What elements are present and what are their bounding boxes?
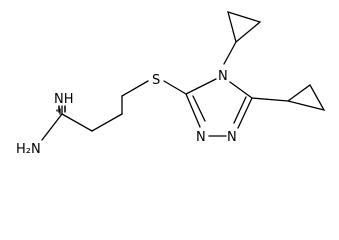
- atom-label-ring-n4: N: [218, 69, 228, 84]
- structure-canvas: NH H₂N S N N N: [16, 11, 326, 157]
- bond-c5-n1: [237, 97, 253, 129]
- bond-c5-cp2: [251, 97, 289, 102]
- bond-n4-c5: [229, 81, 253, 99]
- bond-c1-c2: [61, 113, 93, 132]
- bond-n4-cp1: [223, 41, 237, 65]
- bond-n2-c3-double: [192, 95, 206, 122]
- atom-label-ring-n2: N: [196, 130, 206, 145]
- atom-label-ring-n1: N: [227, 130, 237, 145]
- bond-s-c3ring: [163, 80, 187, 95]
- cyclopropyl-ring-top: [227, 11, 262, 44]
- bond-c3-n4: [185, 78, 217, 95]
- bond-c4-s: [121, 80, 149, 97]
- atom-label-amine: H₂N: [16, 142, 41, 157]
- bond-c5-n1-double: [233, 96, 247, 124]
- cyclopropyl-ring-right: [286, 84, 326, 111]
- bond-c2-c3: [91, 113, 123, 132]
- bond-n2-c3: [185, 93, 201, 128]
- chemical-structure-diagram: NH H₂N S N N N: [16, 11, 326, 157]
- bond-amidine-c-nh2: [41, 113, 63, 141]
- atom-label-imine: NH: [54, 92, 74, 107]
- atom-label-sulfur: S: [152, 73, 160, 88]
